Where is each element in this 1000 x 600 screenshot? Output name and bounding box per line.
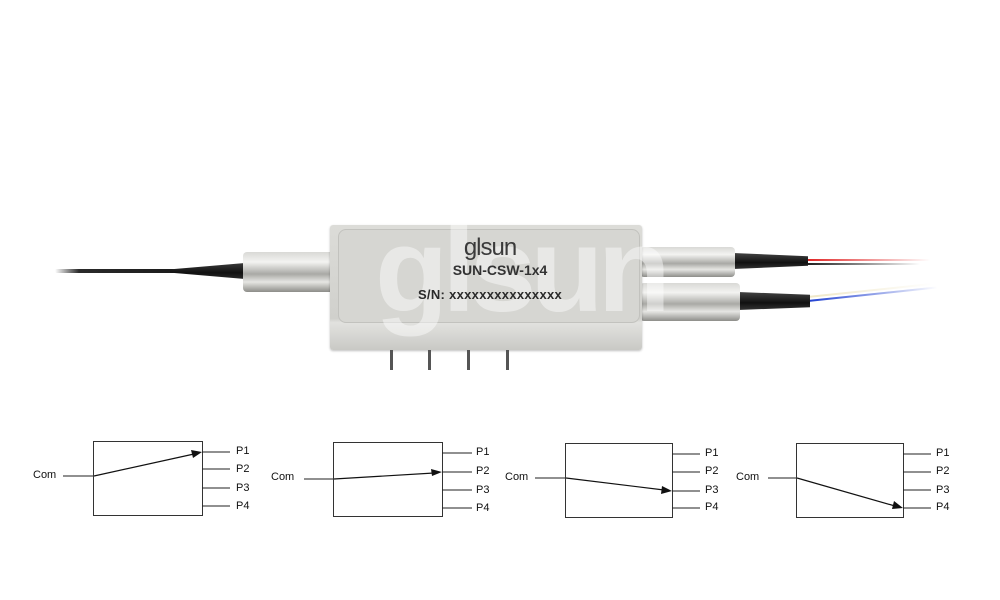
port-label-p4: P4	[936, 501, 950, 513]
switch-box	[93, 441, 203, 516]
port-label-p4: P4	[476, 502, 490, 514]
switch-diagram-p3: Com P1 P2 P3 P4	[502, 430, 732, 530]
com-label: Com	[736, 471, 760, 483]
com-label: Com	[505, 471, 529, 483]
input-connector-tube	[243, 252, 338, 292]
port-label-p1: P1	[936, 447, 950, 459]
port-label-p1: P1	[705, 447, 719, 459]
switch-box	[333, 442, 443, 517]
port-label-p1: P1	[236, 445, 250, 457]
port-label-p2: P2	[705, 465, 719, 477]
switch-paths	[535, 453, 700, 509]
output-connector-tube-2	[640, 283, 740, 321]
port-label-p4: P4	[236, 500, 250, 512]
switch-paths	[63, 450, 230, 507]
switch-diagram-p4: Com P1 P2 P3 P4	[733, 430, 963, 530]
pin-2	[428, 350, 431, 370]
output-fiber-red	[805, 259, 930, 261]
optical-switch-device: glsun glsun SUN-CSW-1x4 S/N: xxxxxxxxxxx…	[55, 225, 938, 370]
output-fiber-boot-2	[738, 292, 810, 310]
switch-box	[796, 443, 904, 518]
pin-1	[390, 350, 393, 370]
switch-diagram-p2: Com P1 P2 P3 P4	[268, 430, 498, 530]
port-label-p2: P2	[476, 465, 490, 477]
input-fiber-boot	[170, 263, 245, 279]
port-label-p1: P1	[476, 446, 490, 458]
output-connector-tube-1	[640, 247, 735, 277]
port-label-p4: P4	[705, 501, 719, 513]
port-label-p3: P3	[476, 484, 490, 496]
pin-3	[467, 350, 470, 370]
brand-logo: glsun	[463, 234, 517, 261]
switch-paths	[304, 452, 472, 509]
output-fiber-black	[805, 263, 920, 265]
port-label-p3: P3	[705, 484, 719, 496]
port-label-p3: P3	[236, 482, 250, 494]
serial-label: S/N:	[417, 287, 446, 302]
com-label: Com	[33, 469, 57, 481]
housing-label-plate	[338, 229, 640, 323]
port-label-p3: P3	[936, 484, 950, 496]
pin-4	[506, 350, 509, 370]
input-fiber	[55, 269, 175, 273]
switch-diagram-p1: Com P1 P2 P3 P4	[30, 430, 260, 530]
port-label-p2: P2	[936, 465, 950, 477]
com-label: Com	[271, 471, 295, 483]
output-fiber-boot-1	[733, 253, 808, 269]
switch-paths	[768, 453, 931, 509]
model-number: SUN-CSW-1x4	[452, 262, 548, 278]
serial-value: xxxxxxxxxxxxxxx	[449, 287, 563, 302]
serial-number: S/N: xxxxxxxxxxxxxxx	[380, 287, 600, 302]
port-label-p2: P2	[236, 463, 250, 475]
